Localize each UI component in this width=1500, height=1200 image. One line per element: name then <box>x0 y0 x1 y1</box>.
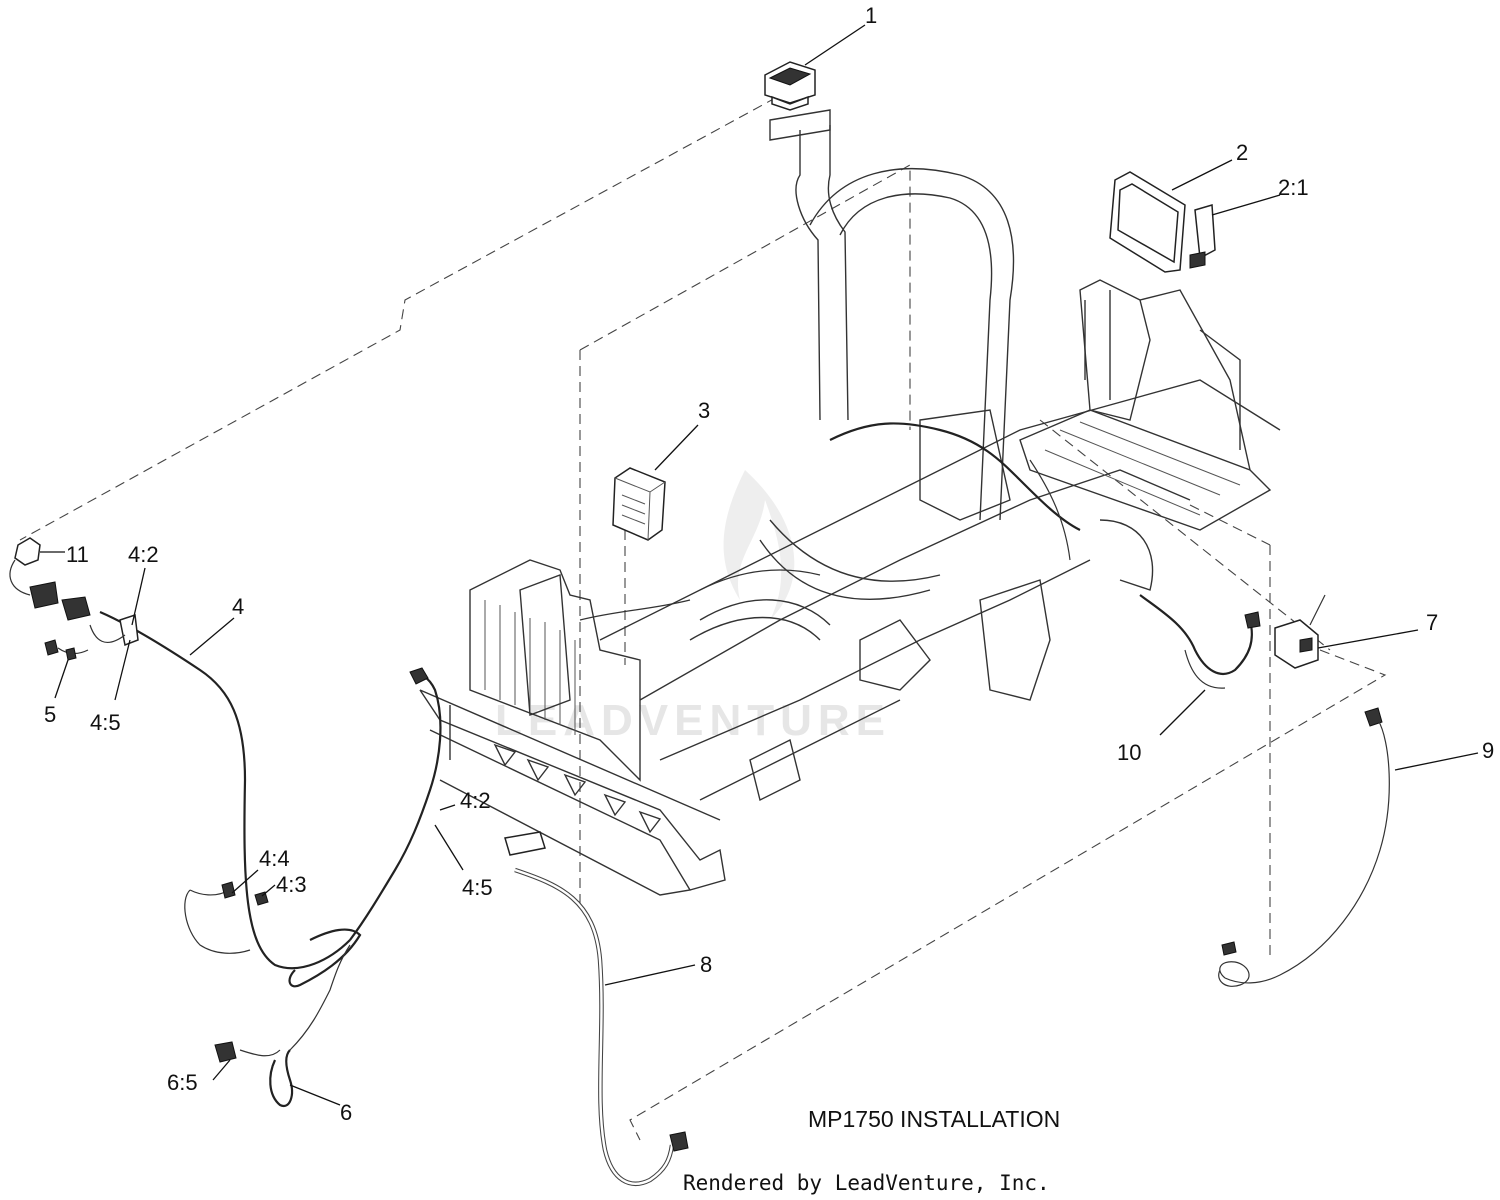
diagram-title: MP1750 INSTALLATION <box>808 1106 1060 1132</box>
render-credit: Rendered by LeadVenture, Inc. <box>683 1171 1050 1195</box>
callout-4: 4 <box>232 594 244 619</box>
callout-7: 7 <box>1426 610 1438 635</box>
callout-4-4: 4:4 <box>259 846 290 871</box>
chassis-frame <box>419 109 1281 896</box>
callout-labels: 1 2 2:1 3 11 4:2 4 5 4:5 4:2 4:5 4:4 4:3… <box>44 3 1494 1125</box>
watermark-text: LEADVENTURE <box>495 696 891 745</box>
callout-2-1: 2:1 <box>1278 175 1309 200</box>
callout-4-2-top: 4:2 <box>128 542 159 567</box>
part-8-cable <box>504 831 689 1186</box>
callout-6: 6 <box>340 1100 352 1125</box>
callout-4-2-mid: 4:2 <box>460 788 491 813</box>
callout-8: 8 <box>700 952 712 977</box>
callout-1: 1 <box>865 3 877 28</box>
callout-9: 9 <box>1482 738 1494 763</box>
part-1-antenna <box>764 61 816 111</box>
part-6-cable <box>214 944 351 1108</box>
callout-4-5-mid: 4:5 <box>462 875 493 900</box>
callout-5: 5 <box>44 702 56 727</box>
part-5-connector <box>44 639 89 661</box>
dashed-outlines <box>19 89 1387 1141</box>
part-10-cable <box>1139 594 1261 689</box>
part-2-display <box>1109 171 1216 273</box>
part-3-controller <box>612 467 666 541</box>
part-4-harness <box>89 610 442 988</box>
callout-4-3: 4:3 <box>276 872 307 897</box>
callout-11: 11 <box>66 542 89 567</box>
callout-6-5: 6:5 <box>167 1070 198 1095</box>
watermark: LEADVENTURE <box>495 470 891 745</box>
callout-10: 10 <box>1117 740 1141 765</box>
part-9-cable <box>1218 707 1390 987</box>
leader-lines <box>40 24 1479 1106</box>
part-7-bracket <box>1274 594 1326 669</box>
callout-2: 2 <box>1236 140 1248 165</box>
callout-4-5-top: 4:5 <box>90 710 121 735</box>
callout-3: 3 <box>698 398 710 423</box>
part-11-connector <box>9 537 91 621</box>
